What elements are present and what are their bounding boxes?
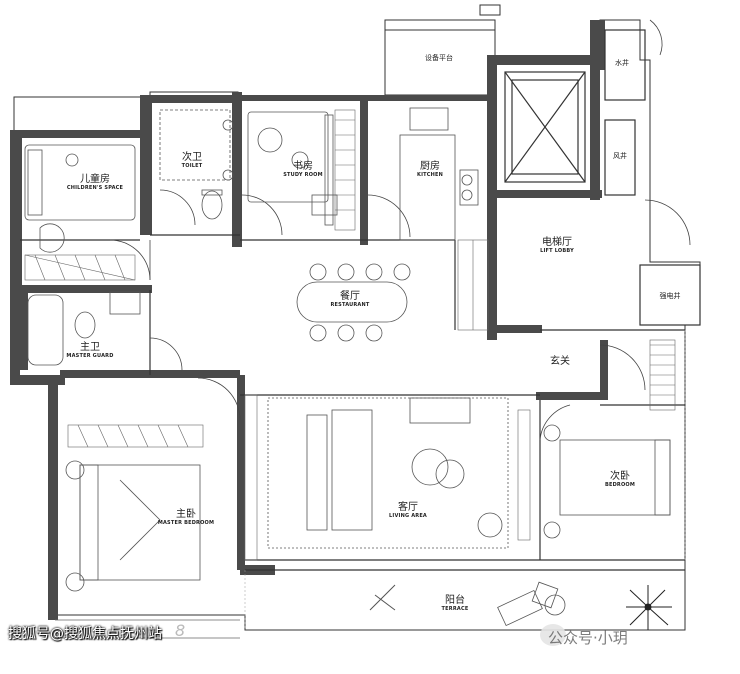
- label-foyer-cn: 玄关: [550, 356, 570, 367]
- label-master-bedroom-en: MASTER BEDROOM: [157, 519, 215, 526]
- water-shaft: [604, 29, 646, 101]
- label-wind-shaft: 风井: [613, 152, 627, 160]
- wall-left-bath: [10, 290, 20, 385]
- label-lift-lobby: 电梯厅 LIFT LOBBY: [540, 237, 574, 254]
- study-desk: [247, 111, 329, 203]
- door-arc-master: [197, 377, 241, 421]
- label-equipment-platform-cn: 设备平台: [425, 54, 453, 62]
- wind-shaft: [604, 119, 636, 196]
- label-kitchen-cn: 厨房: [420, 161, 440, 172]
- label-study-room: 书房 STUDY ROOM: [283, 161, 323, 178]
- door-arc-bedroom: [539, 404, 571, 441]
- door-arc-child: [109, 239, 151, 281]
- label-restaurant: 餐厅 RESTAURANT: [330, 291, 370, 308]
- watermark-left: 搜狐号@搜狐焦点抚州站: [8, 626, 162, 642]
- label-lift-lobby-cn: 电梯厅: [542, 237, 572, 248]
- electric-shaft-box: [639, 264, 701, 326]
- label-study-room-en: STUDY ROOM: [283, 171, 323, 178]
- label-restaurant-cn: 餐厅: [339, 291, 360, 302]
- label-childrens-space-cn: 儿童房: [80, 174, 110, 185]
- label-terrace: 阳台 TERRACE: [441, 595, 469, 612]
- door-arc-toilet: [159, 189, 196, 226]
- label-bedroom-en: BEDROOM: [604, 481, 636, 488]
- label-water-shaft-cn: 水井: [615, 59, 629, 67]
- wardrobe-master: [67, 424, 204, 448]
- door-arc-kitchen: [367, 194, 411, 238]
- label-lift-lobby-en: LIFT LOBBY: [540, 247, 574, 254]
- label-terrace-en: TERRACE: [441, 605, 469, 612]
- sofa: [331, 409, 373, 531]
- label-bedroom: 次卧 BEDROOM: [604, 471, 636, 488]
- label-master-bedroom: 主卧 MASTER BEDROOM: [157, 509, 215, 526]
- kitchen-counter: [399, 134, 456, 241]
- terrace-plant: [626, 585, 672, 630]
- living-rug: [267, 397, 509, 549]
- door-arc-lift-lobby: [644, 199, 691, 246]
- svg-text:8: 8: [175, 621, 185, 640]
- label-master-guard: 主卫 MASTER GUARD: [66, 342, 114, 359]
- label-wind-shaft-cn: 风井: [613, 152, 627, 160]
- coffee-table-a: [411, 448, 449, 486]
- label-equipment-platform: 设备平台: [425, 54, 453, 62]
- label-master-guard-cn: 主卫: [80, 342, 100, 353]
- dining-table: [296, 281, 408, 323]
- label-terrace-cn: 阳台: [444, 595, 465, 606]
- label-foyer: 玄关: [550, 356, 570, 368]
- label-electric-shaft-cn: 强电井: [659, 292, 681, 300]
- lift-shaft: [504, 71, 586, 183]
- label-master-bedroom-cn: 主卧: [176, 509, 196, 520]
- label-childrens-space: 儿童房 CHILDREN'S SPACE: [66, 174, 124, 191]
- label-childrens-space-en: CHILDREN'S SPACE: [66, 184, 124, 191]
- wall-lift-core: [487, 55, 497, 340]
- label-kitchen-en: KITCHEN: [417, 171, 443, 178]
- label-toilet-cn: 次卫: [181, 152, 202, 163]
- door-arc-master-guard: [149, 337, 183, 371]
- label-master-guard-en: MASTER GUARD: [66, 352, 114, 359]
- label-study-room-cn: 书房: [292, 161, 313, 172]
- coffee-table-b: [435, 459, 465, 489]
- wardrobe-child: [24, 254, 136, 281]
- label-toilet: 次卫 TOILET: [181, 152, 203, 169]
- label-kitchen: 厨房 KITCHEN: [417, 161, 443, 178]
- wechat-icon: [540, 624, 566, 646]
- watermark-right: 公众号·小玥: [548, 629, 628, 647]
- door-arc-entry: [599, 344, 646, 391]
- label-living-area: 客厅 LIVING AREA: [388, 502, 428, 519]
- child-bed: [24, 144, 136, 221]
- label-bedroom-cn: 次卧: [609, 471, 630, 482]
- label-living-area-cn: 客厅: [397, 502, 418, 513]
- label-restaurant-en: RESTAURANT: [330, 301, 370, 308]
- bathtub: [27, 294, 64, 366]
- label-living-area-en: LIVING AREA: [388, 512, 428, 519]
- door-arc-study: [241, 194, 283, 236]
- wall-child-top: [22, 130, 150, 138]
- label-electric-shaft: 强电井: [659, 292, 681, 300]
- label-toilet-en: TOILET: [181, 162, 203, 169]
- wall-left-child: [10, 130, 22, 290]
- label-water-shaft: 水井: [615, 59, 629, 67]
